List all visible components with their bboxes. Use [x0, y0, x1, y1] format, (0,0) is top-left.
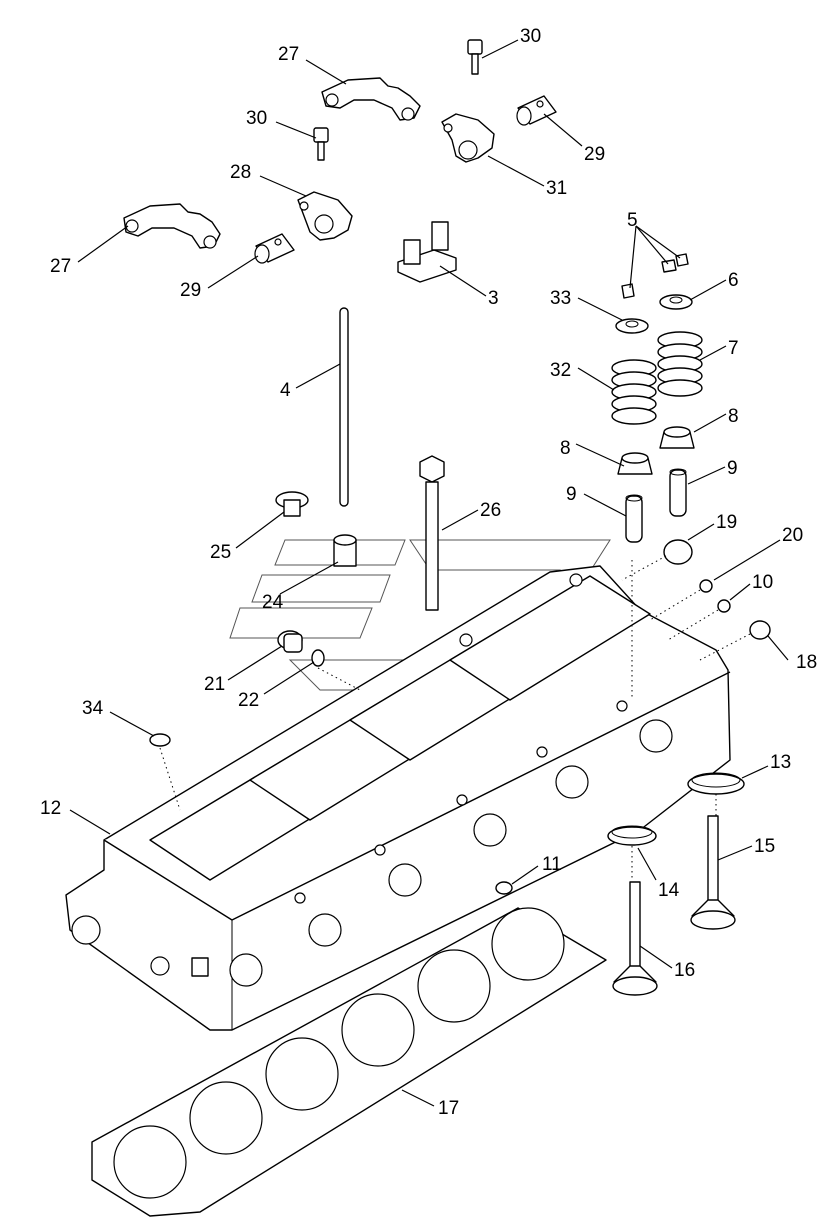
valve-seat-14: [607, 825, 657, 846]
callout-29-upper: 29: [584, 144, 605, 165]
callout-11: 11: [542, 854, 562, 875]
callout-19: 19: [716, 512, 737, 533]
bolt-30-lower: [313, 127, 329, 161]
spring-cap-33: [615, 318, 649, 334]
callout-31: 31: [546, 178, 567, 199]
plug-10: [717, 599, 731, 613]
head-gasket-17: [91, 907, 607, 1217]
callout-17: 17: [438, 1098, 459, 1119]
head-bolt-26: [419, 455, 445, 611]
callout-3: 3: [488, 288, 499, 309]
callout-30-upper: 30: [520, 26, 541, 47]
cylinder-head-12: [65, 565, 731, 1031]
callout-5: 5: [627, 210, 638, 231]
seal-ring-11: [495, 881, 513, 895]
bolt-30-upper: [467, 39, 483, 75]
callout-6: 6: [728, 270, 739, 291]
callout-21: 21: [204, 674, 225, 695]
spring-cap-6: [659, 294, 693, 310]
callout-14: 14: [658, 880, 680, 901]
rocker-bridge-upper: [321, 77, 421, 121]
push-rod-4: [339, 307, 349, 507]
rocker-arm-28: [297, 191, 353, 241]
assembly-dotted-lines: [159, 555, 751, 880]
callout-30-lower: 30: [246, 108, 267, 129]
callout-8-right: 8: [728, 406, 739, 427]
rocker-bridge-lower: [123, 203, 221, 249]
callout-27-upper: 27: [278, 44, 299, 65]
rocker-shaft-29-upper: [516, 95, 557, 126]
callout-32: 32: [550, 360, 571, 381]
plug-34: [149, 733, 171, 747]
valve-15: [690, 815, 736, 930]
plug-25: [275, 491, 309, 517]
support-3: [397, 221, 457, 283]
rocker-shaft-29-lower: [254, 233, 295, 264]
callout-13: 13: [770, 752, 791, 773]
callout-15: 15: [754, 836, 775, 857]
callout-24: 24: [262, 592, 284, 613]
callout-labels: 30 27 30 29 28 31 5 27 6 29 3 33 7 4 32 …: [40, 26, 817, 1119]
valve-guide-9-left: [625, 494, 643, 543]
callout-26: 26: [480, 500, 501, 521]
valve-spring-7: [657, 331, 703, 397]
plug-20: [699, 579, 713, 593]
callout-9-left: 9: [566, 484, 577, 505]
callout-29-lower: 29: [180, 280, 201, 301]
callout-8-left: 8: [560, 438, 571, 459]
callout-4: 4: [280, 380, 291, 401]
callout-7: 7: [728, 338, 739, 359]
callout-10: 10: [752, 572, 773, 593]
callout-25: 25: [210, 542, 231, 563]
sleeve-24: [333, 534, 357, 567]
callout-12: 12: [40, 798, 61, 819]
callout-34: 34: [82, 698, 104, 719]
callout-33: 33: [550, 288, 571, 309]
o-ring-22: [311, 649, 325, 667]
plug-18: [749, 620, 771, 640]
callout-20: 20: [782, 525, 803, 546]
callout-22: 22: [238, 690, 259, 711]
callout-27-lower: 27: [50, 256, 71, 277]
valve-guide-9-right: [669, 468, 687, 517]
rocker-arm-31: [441, 113, 495, 163]
valve-16: [612, 881, 658, 996]
valve-keepers-5: [621, 253, 689, 299]
callout-9-right: 9: [727, 458, 738, 479]
valve-spring-32: [611, 359, 657, 425]
callout-18: 18: [796, 652, 817, 673]
callout-16: 16: [674, 960, 695, 981]
valve-seal-8-left: [617, 452, 653, 475]
plug-21: [277, 630, 303, 653]
valve-seal-8-right: [659, 426, 695, 449]
valve-seat-13: [687, 772, 745, 795]
callout-28: 28: [230, 162, 251, 183]
leader-lines: [69, 39, 789, 1107]
cap-19: [663, 539, 693, 565]
